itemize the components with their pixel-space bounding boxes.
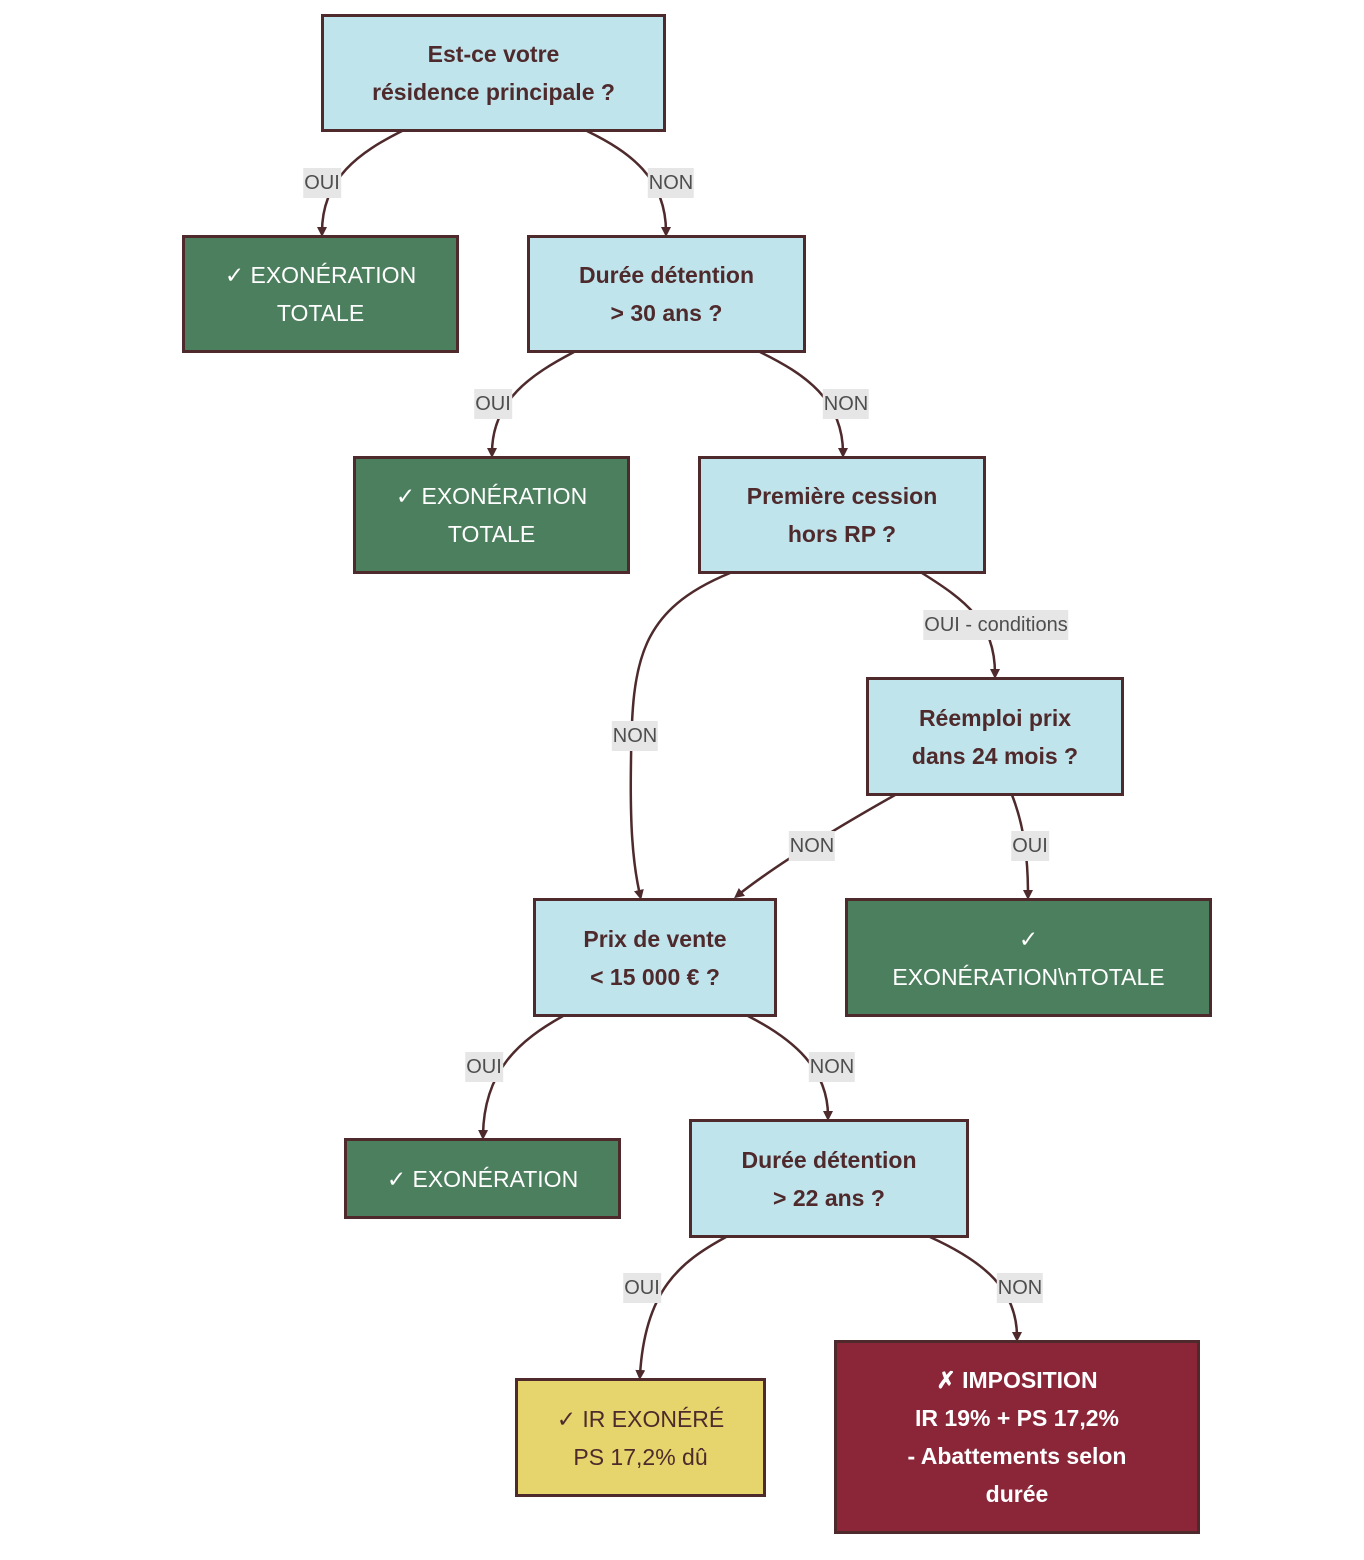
question-duree-30-ans: Durée détention > 30 ans ? xyxy=(527,235,806,353)
edge-label-non: NON xyxy=(808,1052,856,1082)
edge-label-oui-conditions: OUI - conditions xyxy=(923,610,1069,640)
edge-q1-r1 xyxy=(317,129,403,237)
edge-label-oui: OUI xyxy=(303,168,341,198)
result-exoneration-prix: ✓ EXONÉRATION xyxy=(344,1138,621,1219)
edge-q5-q6 xyxy=(747,1014,833,1121)
edge-label-oui: OUI xyxy=(1011,831,1049,861)
edge-q2-q3 xyxy=(759,350,848,458)
edge-label-oui: OUI xyxy=(623,1273,661,1303)
edge-q2-r2 xyxy=(487,350,575,458)
edge-label-non: NON xyxy=(647,168,695,198)
result-ir-exonere: ✓ IR EXONÉRÉ PS 17,2% dû xyxy=(515,1378,766,1497)
edge-q5-r4 xyxy=(478,1014,564,1140)
edge-q6-r6 xyxy=(929,1235,1022,1342)
question-prix-vente: Prix de vente < 15 000 € ? xyxy=(533,898,777,1017)
result-exoneration-totale-reemploi: ✓ EXONÉRATION\nTOTALE xyxy=(845,898,1212,1017)
edge-label-non: NON xyxy=(611,721,659,751)
question-premiere-cession: Première cession hors RP ? xyxy=(698,456,986,574)
edge-label-non: NON xyxy=(822,389,870,419)
edge-label-non: NON xyxy=(996,1273,1044,1303)
edge-q6-r5 xyxy=(635,1235,727,1380)
result-imposition: ✗ IMPOSITION IR 19% + PS 17,2% - Abattem… xyxy=(834,1340,1200,1534)
question-reemploi-prix: Réemploi prix dans 24 mois ? xyxy=(866,677,1124,796)
edge-label-oui: OUI xyxy=(465,1052,503,1082)
edge-label-non: NON xyxy=(788,831,836,861)
question-residence-principale: Est-ce votre résidence principale ? xyxy=(321,14,666,132)
edge-label-oui: OUI xyxy=(474,389,512,419)
edge-q1-q2 xyxy=(586,129,671,237)
result-exoneration-totale-rp: ✓ EXONÉRATION TOTALE xyxy=(182,235,459,353)
result-exoneration-totale-30-ans: ✓ EXONÉRATION TOTALE xyxy=(353,456,630,574)
question-duree-22-ans: Durée détention > 22 ans ? xyxy=(689,1119,969,1238)
